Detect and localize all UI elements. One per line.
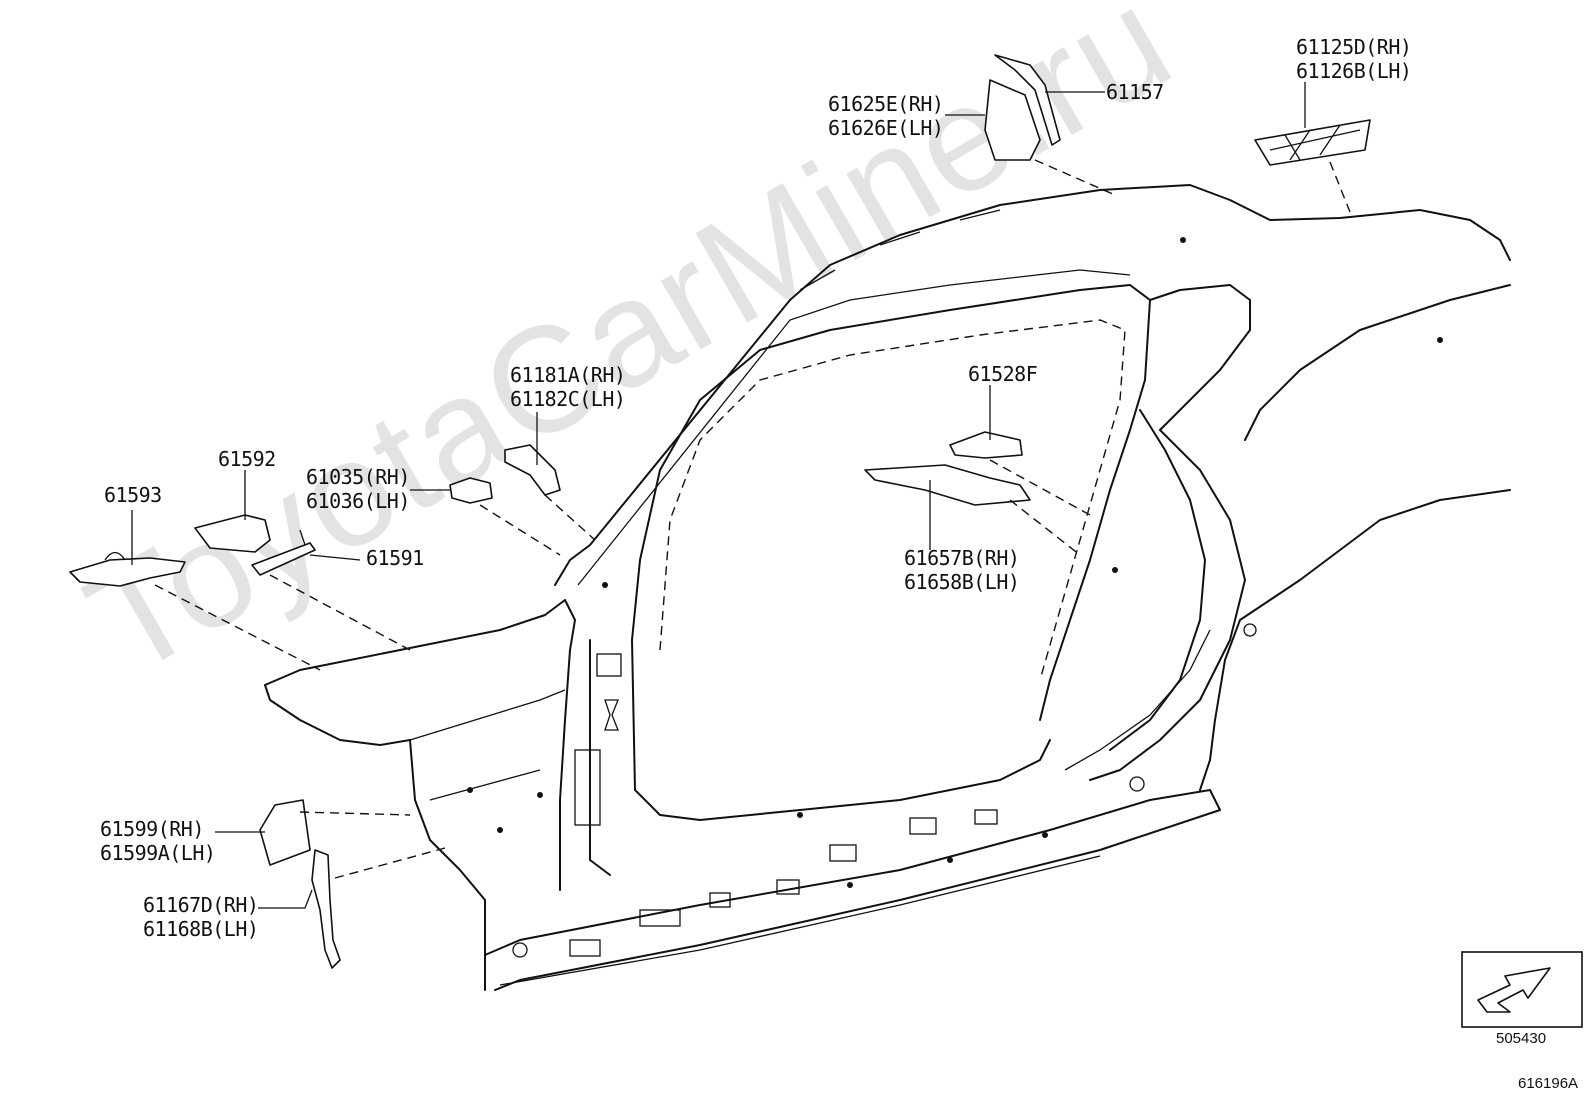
drawing-code: 616196A	[1518, 1075, 1579, 1092]
label-61181: 61181A(RH) 61182C(LH)	[510, 363, 626, 411]
label-61593: 61593	[104, 483, 162, 507]
ref-box-code: 505430	[1496, 1030, 1547, 1047]
part-61035-clip	[449, 477, 493, 504]
label-61035: 61035(RH) 61036(LH)	[306, 465, 410, 513]
side-panel-outline	[264, 184, 1511, 991]
dashed-connectors	[154, 159, 1351, 879]
part-61181-bracket	[504, 444, 561, 496]
part-61591-bar	[251, 529, 316, 576]
part-61592-bracket	[194, 514, 271, 553]
part-61157-garnish	[994, 54, 1061, 146]
part-61528-reinforcement	[949, 431, 1023, 459]
label-61625: 61625E(RH) 61626E(LH)	[828, 92, 944, 140]
part-61593-bracket	[69, 551, 186, 587]
part-61167-bracket	[311, 849, 341, 969]
reference-box	[1461, 951, 1583, 1028]
label-61657: 61657B(RH) 61658B(LH)	[904, 546, 1020, 594]
label-61592: 61592	[218, 447, 276, 471]
label-61528: 61528F	[968, 362, 1038, 386]
part-61657-reinforcement	[864, 464, 1031, 506]
label-61125: 61125D(RH) 61126B(LH)	[1296, 35, 1412, 83]
label-61599: 61599(RH) 61599A(LH)	[100, 817, 216, 865]
part-61599-plate	[259, 799, 311, 866]
leader-lines	[131, 82, 1306, 909]
part-61125-vent	[1254, 119, 1371, 166]
label-61591: 61591	[366, 546, 424, 570]
part-61625-quarter-glass	[984, 79, 1041, 161]
label-61167: 61167D(RH) 61168B(LH)	[143, 893, 259, 941]
label-61157: 61157	[1106, 80, 1164, 104]
